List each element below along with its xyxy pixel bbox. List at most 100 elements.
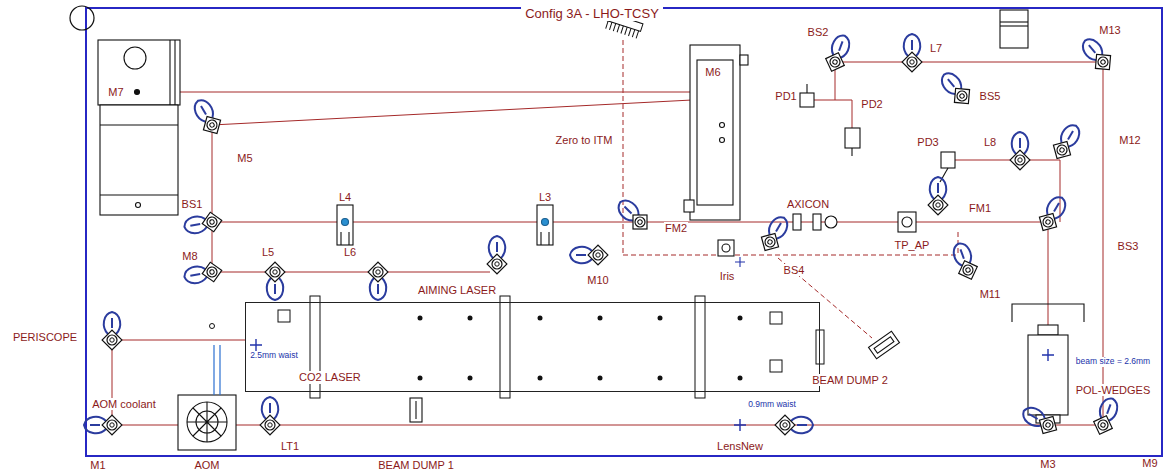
part-label: BS5 [979,90,1002,103]
part-label: LT1 [280,440,300,453]
mount-square [770,360,782,372]
part-label: AIMING LASER [417,284,497,297]
part-label: PD2 [860,98,883,111]
photodetectors [800,84,955,182]
stage-tab [740,55,748,65]
beam-dump-2 [869,331,900,359]
box-line [1000,25,1028,26]
aom-fan [187,402,227,442]
beam [1103,62,1104,425]
coolant-lines [214,345,220,395]
coolant-tube [213,345,214,395]
coolant-tube [219,345,220,395]
stage-top [98,40,180,105]
stage-rail [169,40,170,105]
part-label: PD1 [774,90,797,103]
holder-body [898,212,916,232]
iris-aperture [722,244,730,252]
aom-body [178,395,236,450]
drawing-part [468,316,473,321]
part-label: BEAM DUMP 2 [811,374,889,387]
clamp-band [500,296,510,398]
pd2-body [845,128,860,148]
mirror-mount [1090,395,1122,437]
splitter-mount [822,32,854,74]
stage-screw [720,123,725,128]
lens-holder-l4 [337,205,353,245]
drawing-part [598,316,603,321]
mirror-mount [1048,121,1084,164]
part-label: AOM [193,459,220,472]
drawing-part [658,376,663,381]
tp-ap-holder [898,212,916,232]
beam-dumps [410,331,899,422]
stage-screw [720,138,725,143]
drawing-part [738,376,743,381]
clamp-band [695,296,705,398]
part-label: M10 [586,274,609,287]
beam [835,62,1103,63]
drawing-part [738,316,743,321]
small-marker [210,324,215,329]
part-label: FM2 [664,222,688,235]
holder-body [537,205,553,245]
beam [955,160,1060,161]
part-label: M13 [1098,24,1121,37]
part-label: M1 [89,459,106,472]
mirror-mount [613,195,654,236]
part-label: LensNew [716,440,764,453]
holder-slot [540,232,541,245]
stage-line [100,194,178,195]
part-label: M11 [979,288,1002,301]
aom-blades [187,402,227,442]
axicon-ring [825,216,837,228]
drawing-part [598,376,603,381]
laser-mount [487,236,507,274]
dashed-beam [623,40,624,255]
stage-rail [174,40,175,105]
dashed-beam [623,255,958,256]
beam-dump-1 [410,398,422,422]
part-label: Iris [719,270,736,283]
mount-square [770,312,782,324]
mirror-mount [183,261,224,287]
mirror-mount [570,245,608,265]
axicon-plate [793,214,801,230]
beam-paths [112,62,1103,425]
waist-cross [250,339,262,351]
stage-inner [697,60,733,205]
periscope-mount [102,312,122,350]
dump-body [869,331,900,359]
pd3-body [941,152,955,168]
part-label: M7 [107,86,124,99]
drawing-part [538,376,543,381]
wedge-body [1028,335,1068,415]
mirror-mount [189,96,225,139]
pol-wedges-assembly [1012,304,1084,423]
beam-markers [250,339,1054,431]
iris-cross [735,257,745,267]
part-label: L3 [538,191,552,204]
stage-knob [124,47,146,69]
drawing-part [658,316,663,321]
part-label: M5 [236,152,253,165]
pd1-body [800,93,814,107]
part-label: M12 [1118,134,1141,147]
mount-square [278,310,290,322]
part-label: BS4 [783,264,806,277]
part-label: BS2 [807,26,830,39]
holder-slot [548,232,549,245]
part-label: L6 [343,246,357,259]
beam [212,272,490,273]
dimension-note: beam size = 2.6mm [1075,357,1151,367]
part-label: PD3 [916,136,939,149]
splitter-mount [756,213,792,256]
lens-dot [342,219,349,226]
wedge-cap [1038,325,1058,335]
stage-bottom [100,105,178,215]
iris-holder [718,240,745,267]
aom-unit [178,395,236,450]
dashed-paths [623,40,958,338]
